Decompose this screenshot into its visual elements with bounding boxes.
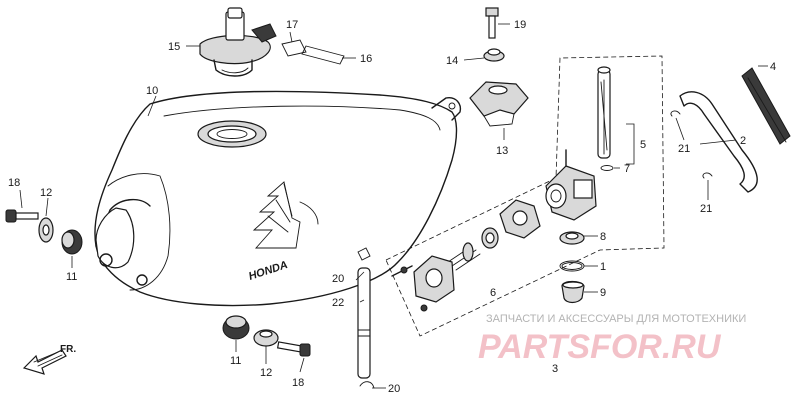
callout-13: 13: [496, 145, 508, 157]
callout-14: 14: [446, 55, 458, 67]
collar-12-bottom: [253, 329, 279, 347]
rear-mount-bracket-13: [469, 81, 529, 127]
callout-10: 10: [146, 85, 158, 97]
tank-emblem-text: HONDA: [247, 259, 289, 283]
callout-6: 6: [490, 287, 496, 299]
fuel-strainer-5: [597, 66, 611, 159]
watermark-top-text: ЗАПЧАСТИ И АКСЕССУАРЫ ДЛЯ МОТОТЕХНИКИ: [486, 313, 746, 325]
cushion-11-left: [61, 229, 83, 255]
callout-11-left: 11: [66, 271, 77, 283]
hose-clip-21-upper: [670, 110, 681, 117]
callout-21-lower: 21: [700, 203, 712, 215]
hose-clip-21-lower: [702, 172, 713, 179]
callout-1: 1: [600, 261, 606, 273]
vent-tube-4: [741, 67, 791, 145]
callout-21-upper: 21: [678, 143, 690, 155]
front-arrow-label: FR.: [60, 344, 76, 355]
fuel-tank: [94, 90, 462, 307]
fuel-hose-2: [679, 91, 758, 193]
mount-bolt-18-bottom: [276, 341, 311, 357]
tube-clip-20-top: [357, 247, 371, 261]
watermark-logo: PARTSFOR.RU: [478, 328, 722, 366]
callout-7: 7: [624, 163, 630, 175]
decal-17: [281, 39, 307, 57]
front-direction-arrow: FR.: [22, 344, 76, 375]
honda-wing-emblem: HONDA: [247, 181, 319, 283]
watermark: ЗАПЧАСТИ И АКСЕССУАРЫ ДЛЯ МОТОТЕХНИКИ PA…: [478, 313, 746, 366]
callout-22: 22: [332, 297, 344, 309]
fuel-cap: [199, 7, 277, 77]
grommet-14: [483, 48, 505, 62]
mount-bolt-18-left: [5, 209, 39, 223]
assembly-box-3: [385, 55, 665, 337]
collar-12-left: [38, 217, 54, 243]
callout-18-bottom: 18: [292, 377, 304, 389]
callout-9: 9: [600, 287, 606, 299]
tube-clip-20-bottom: [359, 381, 375, 389]
callout-17: 17: [286, 19, 298, 31]
bolt-19: [485, 7, 499, 39]
callout-11-bottom: 11: [230, 355, 241, 367]
callout-2: 2: [740, 135, 746, 147]
callout-20-bottom: 20: [388, 383, 400, 395]
valve-lever-assembly-6: [391, 199, 541, 312]
callout-12-left: 12: [40, 187, 52, 199]
callout-8: 8: [600, 231, 606, 243]
callout-4: 4: [770, 61, 776, 73]
callout-16: 16: [360, 53, 372, 65]
callout-5: 5: [640, 139, 646, 151]
o-ring-7: [600, 165, 614, 171]
drain-tube-22: [357, 267, 371, 379]
callout-12-bottom: 12: [260, 367, 272, 379]
callout-3: 3: [552, 363, 558, 375]
sediment-bowl-parts: [559, 231, 585, 304]
callout-15: 15: [168, 41, 180, 53]
decal-16: [301, 45, 345, 65]
callout-18-left: 18: [8, 177, 20, 189]
cushion-11-bottom: [222, 315, 250, 340]
callout-labels: 15 17 16 19 14 13 10 18 12 11 11 12 18 2…: [8, 19, 776, 395]
fuel-valve: [545, 149, 597, 221]
callout-20-top: 20: [332, 273, 344, 285]
leader-lines: [19, 23, 768, 389]
callout-19: 19: [514, 19, 526, 31]
